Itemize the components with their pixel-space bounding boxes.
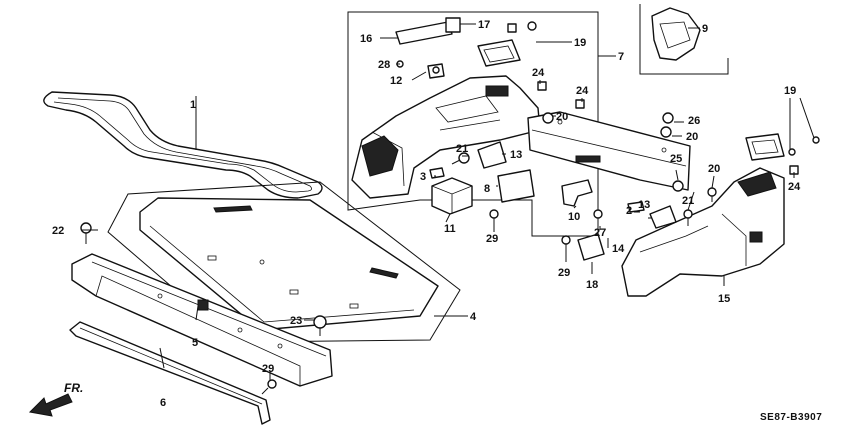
callout-labels: 1 2 3 4 5 6 7 8 9 10 11 12 13 13 14 15 1… bbox=[52, 19, 801, 409]
callout-18: 18 bbox=[586, 279, 598, 291]
callout-24a: 24 bbox=[532, 67, 545, 79]
part-4-rear-shelf bbox=[107, 181, 461, 343]
diagram-code: SE87-B3907 bbox=[760, 412, 822, 423]
callout-27: 27 bbox=[594, 227, 606, 239]
callout-19a: 19 bbox=[574, 37, 586, 49]
leader-lines bbox=[82, 23, 815, 380]
callout-5: 5 bbox=[192, 337, 198, 349]
callout-21b: 21 bbox=[682, 195, 694, 207]
part-15-right-trim bbox=[621, 167, 785, 297]
callout-29b: 29 bbox=[558, 267, 570, 279]
part-16-strip bbox=[395, 21, 453, 45]
part-5-shelf-frame bbox=[71, 253, 333, 387]
callout-20b: 20 bbox=[686, 131, 698, 143]
front-direction-arrow bbox=[28, 393, 73, 417]
callout-17: 17 bbox=[478, 19, 490, 31]
group-7-outline bbox=[347, 11, 599, 237]
callout-24c: 24 bbox=[788, 181, 801, 193]
callout-15: 15 bbox=[718, 293, 730, 305]
part-10-hook bbox=[561, 179, 593, 207]
callout-20a: 20 bbox=[556, 111, 568, 123]
callout-2: 2 bbox=[626, 205, 632, 217]
callout-12: 12 bbox=[390, 75, 402, 87]
callout-14: 14 bbox=[612, 243, 625, 255]
callout-19b: 19 bbox=[784, 85, 796, 97]
part-13-bracket-a bbox=[477, 141, 507, 169]
callout-10: 10 bbox=[568, 211, 580, 223]
callout-25: 25 bbox=[670, 153, 682, 165]
group-9-outline bbox=[639, 4, 729, 75]
part-17-clip bbox=[445, 17, 461, 33]
part-3-clip bbox=[429, 167, 445, 179]
part-7-side-trim bbox=[351, 75, 541, 199]
callout-21a: 21 bbox=[456, 143, 468, 155]
callout-7: 7 bbox=[618, 51, 624, 63]
callout-3: 3 bbox=[420, 171, 426, 183]
part-18-cap bbox=[577, 233, 605, 261]
part-19-lid-upper bbox=[477, 39, 521, 67]
callout-29c: 29 bbox=[262, 363, 274, 375]
part-13-bracket-b bbox=[649, 205, 677, 229]
callout-13b: 13 bbox=[638, 199, 650, 211]
part-8-plate bbox=[497, 169, 535, 203]
callout-9: 9 bbox=[702, 23, 708, 35]
part-2-clip bbox=[627, 201, 645, 213]
part-9-bracket bbox=[651, 7, 701, 61]
callout-16: 16 bbox=[360, 33, 372, 45]
part-1-weatherstrip bbox=[43, 91, 323, 199]
callout-1: 1 bbox=[190, 99, 196, 111]
callout-20c: 20 bbox=[708, 163, 720, 175]
callout-6: 6 bbox=[160, 397, 166, 409]
part-19-lid-right bbox=[745, 133, 785, 161]
callout-29a: 29 bbox=[486, 233, 498, 245]
part-14-rear-trim bbox=[527, 111, 691, 191]
callout-23: 23 bbox=[290, 315, 302, 327]
part-6-seal-strip bbox=[69, 321, 271, 425]
callout-26: 26 bbox=[688, 115, 700, 127]
callout-24b: 24 bbox=[576, 85, 589, 97]
callout-13a: 13 bbox=[510, 149, 522, 161]
callout-11: 11 bbox=[444, 223, 456, 235]
fasteners bbox=[80, 21, 820, 395]
callout-8: 8 bbox=[484, 183, 490, 195]
callout-22: 22 bbox=[52, 225, 64, 237]
direction-label: FR. bbox=[64, 381, 83, 395]
callout-28: 28 bbox=[378, 59, 390, 71]
callout-4: 4 bbox=[470, 311, 477, 323]
